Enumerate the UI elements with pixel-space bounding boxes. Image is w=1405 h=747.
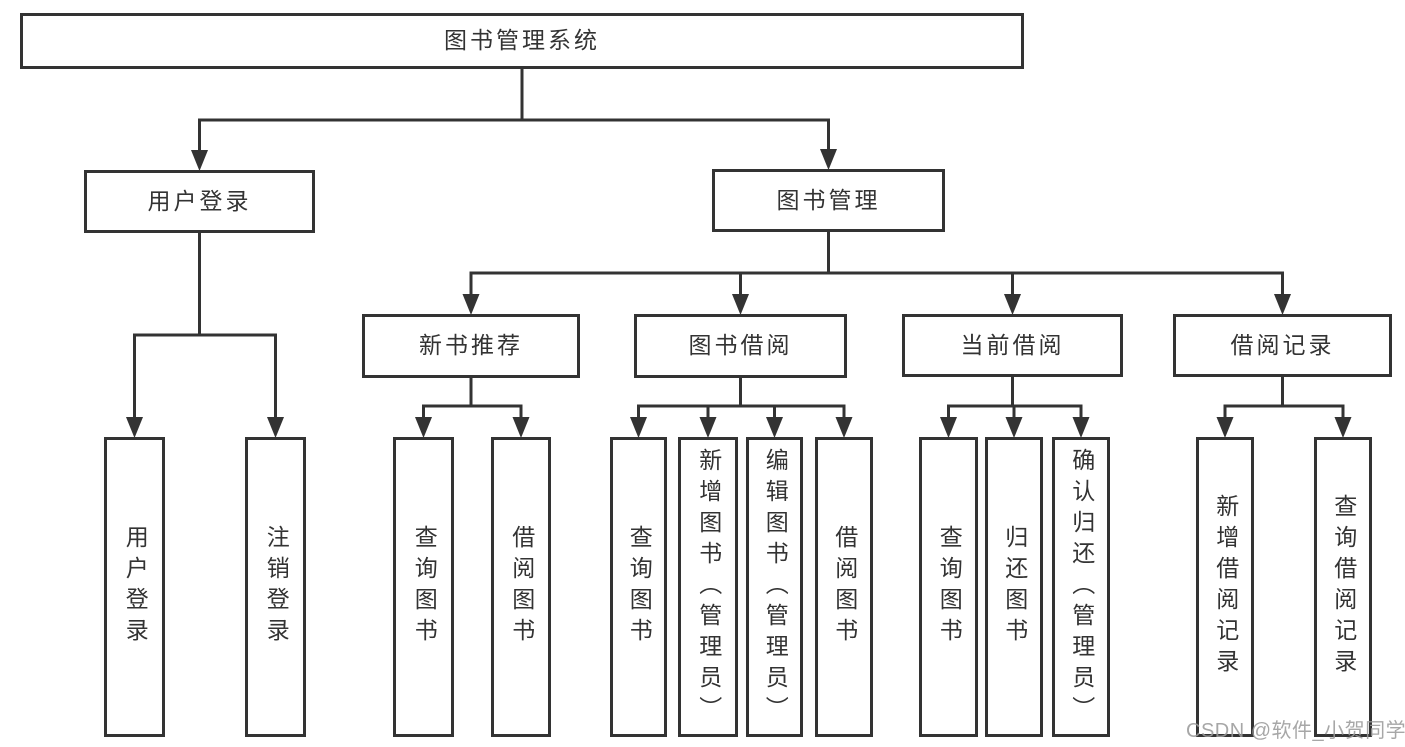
node-query-books-borrowing: 查询图书	[610, 437, 667, 737]
node-borrowing-records: 借阅记录	[1173, 314, 1392, 377]
node-label-current-borrowing: 当前借阅	[960, 331, 1065, 358]
arrowhead-book-management	[820, 149, 837, 170]
connector-new-book-recommend	[415, 374, 530, 438]
connector-root	[191, 65, 837, 171]
node-label-new-book-recommend: 新书推荐	[419, 332, 523, 359]
arrowhead-user-login-leaf	[126, 417, 143, 438]
node-label-confirm-return-admin: 确认归还（管理员）	[1068, 447, 1095, 727]
node-borrow-books-recommend: 借阅图书	[491, 437, 551, 737]
node-label-user-login-leaf: 用户登录	[122, 525, 149, 649]
node-label-query-books-current: 查询图书	[936, 525, 963, 649]
arrowhead-add-borrowing-record	[1216, 417, 1234, 438]
node-label-edit-books-admin: 编辑图书（管理员）	[762, 447, 789, 727]
arrowhead-edit-books-admin	[766, 417, 783, 438]
arrowhead-logout	[267, 417, 284, 438]
arrowhead-book-borrowing	[732, 294, 749, 315]
node-new-book-recommend: 新书推荐	[362, 314, 580, 378]
arrowhead-query-books-current	[940, 417, 957, 438]
node-label-root: 图书管理系统	[444, 27, 600, 54]
node-edit-books-admin: 编辑图书（管理员）	[746, 437, 803, 737]
arrowhead-new-book-recommend	[462, 294, 480, 315]
node-logout: 注销登录	[245, 437, 306, 737]
arrowhead-borrow-books-borrowing	[835, 417, 853, 438]
arrowhead-return-books	[1005, 417, 1023, 438]
arrowhead-borrow-books-recommend	[512, 417, 530, 438]
node-add-books-admin: 新增图书（管理员）	[678, 437, 738, 737]
connector-user-login	[126, 229, 284, 438]
arrowhead-user-login	[191, 150, 208, 171]
node-book-borrowing: 图书借阅	[634, 314, 847, 378]
node-book-management: 图书管理	[712, 169, 945, 232]
node-label-borrow-books-recommend: 借阅图书	[508, 525, 535, 649]
node-label-borrowing-records: 借阅记录	[1230, 331, 1335, 358]
node-label-add-books-admin: 新增图书（管理员）	[695, 447, 722, 727]
node-label-query-borrowing-record: 查询借阅记录	[1330, 494, 1357, 680]
arrowhead-borrowing-records	[1274, 294, 1291, 315]
node-label-book-management: 图书管理	[776, 186, 881, 213]
watermark-text: CSDN @软件_小贺同学	[1186, 720, 1405, 742]
node-confirm-return-admin: 确认归还（管理员）	[1052, 437, 1110, 737]
connector-borrowing-records	[1216, 373, 1352, 438]
node-query-books-recommend: 查询图书	[393, 437, 454, 737]
node-user-login: 用户登录	[84, 170, 315, 233]
arrowhead-add-books-admin	[699, 417, 717, 438]
node-label-logout: 注销登录	[263, 525, 290, 649]
node-borrow-books-borrowing: 借阅图书	[815, 437, 873, 737]
arrowhead-query-borrowing-record	[1334, 417, 1352, 438]
arrowhead-current-borrowing	[1004, 294, 1021, 315]
node-root: 图书管理系统	[20, 13, 1024, 69]
arrowhead-confirm-return-admin	[1072, 417, 1090, 438]
node-label-book-borrowing: 图书借阅	[688, 332, 793, 359]
node-query-borrowing-record: 查询借阅记录	[1314, 437, 1372, 737]
arrowhead-query-books-recommend	[415, 417, 432, 438]
connector-current-borrowing	[940, 373, 1090, 438]
arrowhead-query-books-borrowing	[630, 417, 647, 438]
node-label-query-books-recommend: 查询图书	[411, 525, 438, 649]
node-current-borrowing: 当前借阅	[902, 314, 1123, 377]
node-return-books: 归还图书	[985, 437, 1043, 737]
connector-book-borrowing	[630, 374, 853, 438]
node-label-return-books: 归还图书	[1001, 525, 1028, 649]
node-label-query-books-borrowing: 查询图书	[626, 525, 653, 649]
node-add-borrowing-record: 新增借阅记录	[1196, 437, 1254, 737]
node-label-add-borrowing-record: 新增借阅记录	[1212, 494, 1239, 680]
node-user-login-leaf: 用户登录	[104, 437, 165, 737]
node-label-user-login: 用户登录	[147, 187, 252, 214]
node-query-books-current: 查询图书	[919, 437, 978, 737]
node-label-borrow-books-borrowing: 借阅图书	[831, 525, 858, 649]
connector-book-management	[462, 228, 1291, 315]
